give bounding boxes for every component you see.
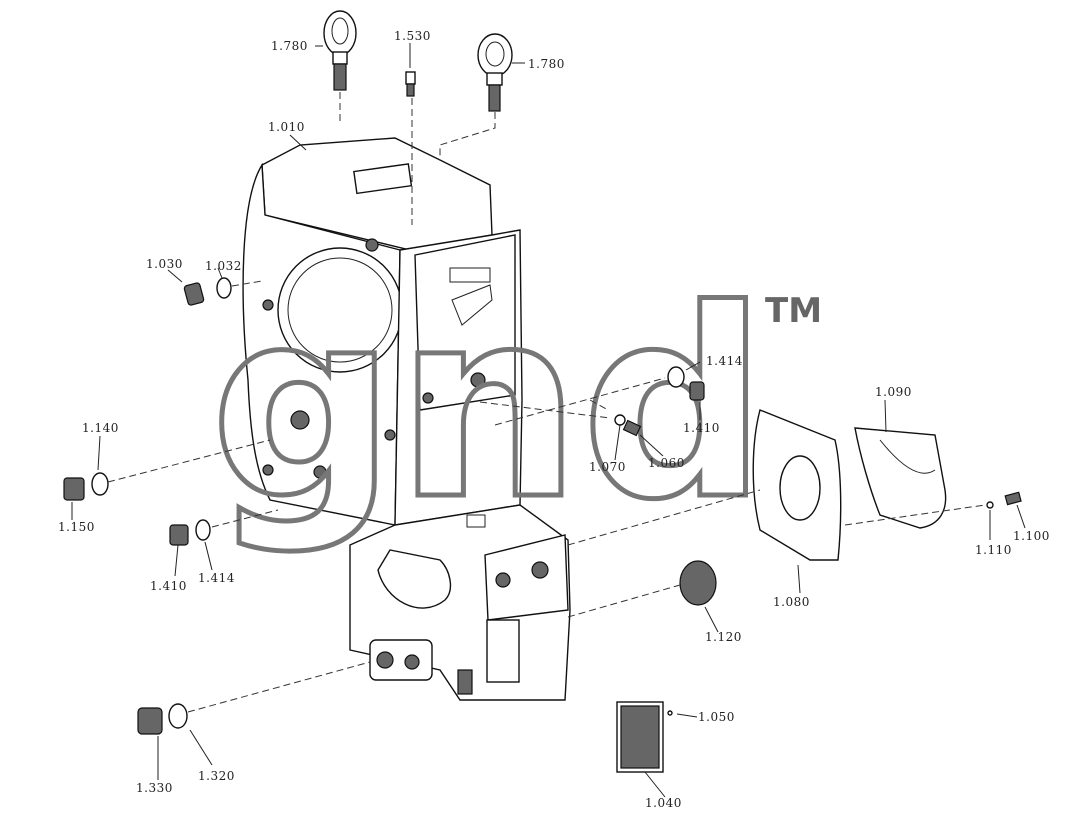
label-1780-right: 1.780 <box>528 57 565 71</box>
leader-lines <box>71 43 1026 798</box>
watermark-logo: gnd TM <box>208 253 823 560</box>
label-1070: 1.070 <box>589 460 626 474</box>
plug-1030 <box>183 277 232 306</box>
label-1530: 1.530 <box>394 29 431 43</box>
eye-bolt-right <box>477 33 513 112</box>
label-1320: 1.320 <box>198 769 235 783</box>
watermark-trademark: TM <box>765 291 822 331</box>
label-1030: 1.030 <box>146 257 183 271</box>
label-1780-left: 1.780 <box>271 39 308 53</box>
plug-1330 <box>137 703 188 735</box>
cover-plate-1080 <box>752 409 842 561</box>
label-1140: 1.140 <box>82 421 119 435</box>
label-1080: 1.080 <box>773 595 810 609</box>
nameplate-1040 <box>616 701 673 773</box>
screw-1060 <box>614 414 642 437</box>
cap-1120 <box>679 560 717 606</box>
label-1414-upper: 1.414 <box>706 354 743 368</box>
plug-1150 <box>63 472 109 501</box>
label-1150: 1.150 <box>58 520 95 534</box>
label-1010: 1.010 <box>268 120 305 134</box>
plug-1410-lower <box>169 519 211 546</box>
label-1090: 1.090 <box>875 385 912 399</box>
cover-1090 <box>854 427 947 529</box>
label-1330: 1.330 <box>136 781 173 795</box>
label-1120: 1.120 <box>705 630 742 644</box>
label-1050: 1.050 <box>698 710 735 724</box>
label-1060: 1.060 <box>648 456 685 470</box>
screw-1100 <box>986 491 1022 509</box>
label-1110: 1.110 <box>975 543 1012 557</box>
plug-1410-upper <box>667 366 705 401</box>
watermark-text: gnd <box>210 255 767 557</box>
label-1410-upper: 1.410 <box>683 421 720 435</box>
part-labels: 1.780 1.530 1.780 1.010 1.030 1.032 1.41… <box>58 29 1050 810</box>
label-1032: 1.032 <box>205 259 242 273</box>
label-1100: 1.100 <box>1013 529 1050 543</box>
assembly-dash-lines <box>107 92 986 713</box>
label-1040: 1.040 <box>645 796 682 810</box>
label-1414-lower: 1.414 <box>198 571 235 585</box>
transmission-housing <box>242 137 571 701</box>
eye-bolt-left <box>323 10 357 91</box>
breather-valve <box>405 71 416 97</box>
label-1410-lower: 1.410 <box>150 579 187 593</box>
